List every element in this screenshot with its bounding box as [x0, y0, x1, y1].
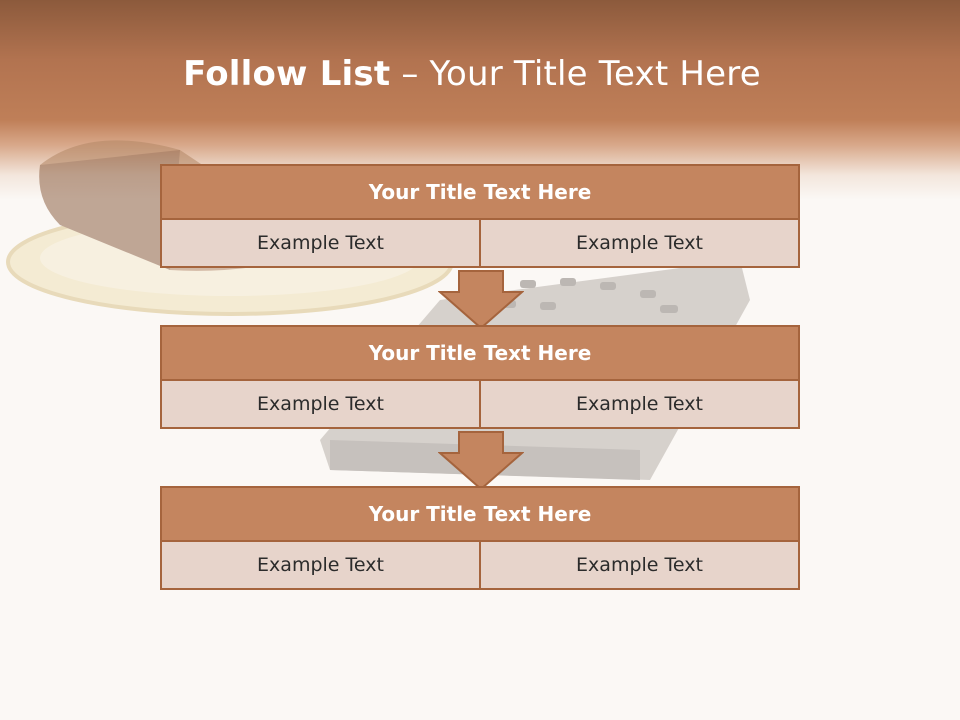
- block-heading: Your Title Text Here: [160, 325, 800, 381]
- block-cell-right: Example Text: [479, 379, 800, 429]
- block-row: Example Text Example Text: [160, 540, 800, 590]
- block-cell-right: Example Text: [479, 540, 800, 590]
- block-row: Example Text Example Text: [160, 218, 800, 268]
- title-rest: Your Title Text Here: [429, 54, 761, 94]
- flow-block-2: Your Title Text Here Example Text Exampl…: [160, 325, 800, 429]
- flow-block-1: Your Title Text Here Example Text Exampl…: [160, 164, 800, 268]
- title-bold: Follow List: [183, 54, 391, 94]
- block-cell-right: Example Text: [479, 218, 800, 268]
- down-arrow-icon: [438, 270, 524, 330]
- flow-block-3: Your Title Text Here Example Text Exampl…: [160, 486, 800, 590]
- block-heading: Your Title Text Here: [160, 164, 800, 220]
- down-arrow-icon: [438, 431, 524, 491]
- title-dash: –: [401, 54, 419, 94]
- block-cell-left: Example Text: [160, 379, 481, 429]
- block-heading: Your Title Text Here: [160, 486, 800, 542]
- block-cell-left: Example Text: [160, 218, 481, 268]
- block-cell-left: Example Text: [160, 540, 481, 590]
- block-row: Example Text Example Text: [160, 379, 800, 429]
- slide-title: Follow List – Your Title Text Here: [0, 54, 944, 94]
